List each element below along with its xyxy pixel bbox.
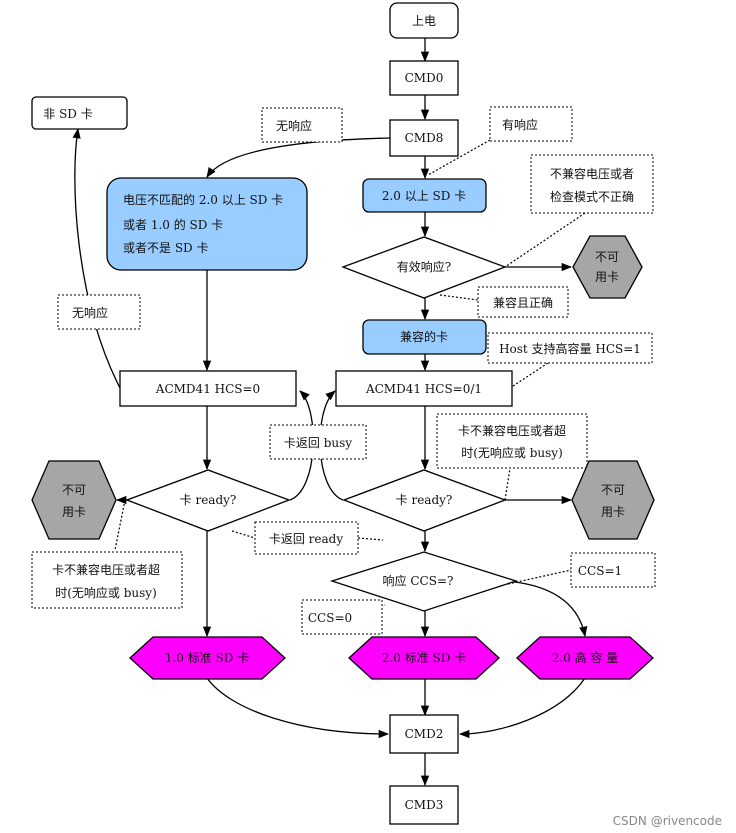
acmd41-hcs0-label: ACMD41 HCS=0 — [155, 382, 260, 396]
cmd0-label: CMD0 — [405, 71, 444, 85]
sd20-above-box: 2.0 以上 SD 卡 — [362, 178, 487, 213]
unusable-card-hex-right: 不可 用卡 — [571, 460, 655, 540]
note-compatible-correct-label: 兼容且正确 — [493, 295, 553, 310]
mismatch-line3: 或者不是 SD 卡 — [123, 241, 208, 255]
note-busy-right-line1: 卡不兼容电压或者超 — [458, 423, 566, 438]
note-incompatible: 不兼容电压或者 检查模式不正确 — [530, 154, 654, 214]
note-busy-right: 卡不兼容电压或者超 时(无响应或 busy) — [436, 413, 588, 469]
cmd2-label: CMD2 — [405, 727, 444, 741]
valid-response-diamond: 有效响应? — [341, 236, 507, 299]
note-no-response-left: 无响应 — [57, 294, 141, 330]
cmd2-box: CMD2 — [389, 714, 459, 754]
unusable-left-line2: 用卡 — [62, 505, 86, 519]
non-sd-label: 非 SD 卡 — [43, 107, 92, 121]
power-on-box: 上电 — [389, 2, 459, 39]
acmd41-hcs01-label: ACMD41 HCS=0/1 — [365, 382, 482, 396]
note-has-response-label: 有响应 — [502, 117, 538, 132]
mismatch-line1: 电压不匹配的 2.0 以上 SD 卡 — [123, 192, 283, 207]
unusable-right-line1: 不可 — [601, 483, 625, 497]
note-compatible-correct: 兼容且正确 — [477, 286, 569, 318]
note-card-ready-label: 卡返回 ready — [269, 532, 343, 546]
note-no-response-left-label: 无响应 — [72, 305, 108, 320]
card-ready-left-label: 卡 ready? — [180, 493, 237, 507]
sd20-standard-label: 2.0 标准 SD 卡 — [382, 651, 466, 665]
sd20-standard-hex: 2.0 标准 SD 卡 — [348, 636, 500, 680]
note-ccs1: CCS=1 — [570, 552, 656, 588]
card-ready-diamond-right: 卡 ready? — [342, 469, 507, 532]
note-has-response: 有响应 — [489, 106, 573, 142]
response-ccs-diamond: 响应 CCS=? — [329, 551, 519, 612]
cmd3-label: CMD3 — [405, 798, 444, 812]
valid-response-label: 有效响应? — [397, 259, 451, 274]
note-incompatible-line1: 不兼容电压或者 — [550, 166, 634, 181]
unusable-card-hex-left: 不可 用卡 — [31, 460, 117, 540]
note-busy-left-line1: 卡不兼容电压或者超 — [52, 562, 160, 577]
note-busy-right-line2: 时(无响应或 busy) — [461, 445, 563, 460]
cmd8-box: CMD8 — [389, 119, 459, 157]
acmd41-hcs0-box: ACMD41 HCS=0 — [119, 370, 297, 407]
sd20-high-capacity-hex: 2.0 高 容 量 — [516, 636, 654, 680]
note-ccs1-label: CCS=1 — [578, 564, 622, 578]
cmd3-box: CMD3 — [389, 785, 459, 825]
sd20-above-label: 2.0 以上 SD 卡 — [382, 189, 466, 203]
note-card-busy-label: 卡返回 busy — [284, 436, 352, 450]
note-card-ready: 卡返回 ready — [254, 521, 359, 555]
unusable-left-line1: 不可 — [62, 483, 86, 497]
card-ready-right-label: 卡 ready? — [396, 493, 453, 507]
note-busy-left-line2: 时(无响应或 busy) — [55, 585, 157, 600]
note-card-busy: 卡返回 busy — [269, 424, 367, 460]
card-ready-diamond-left: 卡 ready? — [125, 469, 291, 532]
watermark: CSDN @rivencode — [613, 814, 722, 828]
note-no-response-top-label: 无响应 — [276, 118, 312, 133]
sd20-high-capacity-label: 2.0 高 容 量 — [552, 650, 619, 665]
non-sd-box: 非 SD 卡 — [31, 96, 128, 130]
note-no-response-top: 无响应 — [261, 107, 343, 143]
compatible-card-label: 兼容的卡 — [400, 329, 448, 344]
cmd8-label: CMD8 — [405, 131, 444, 145]
note-host-hcs-label: Host 支持高容量 HCS=1 — [499, 341, 641, 356]
mismatch-line2: 或者 1.0 的 SD 卡 — [123, 217, 223, 232]
sd10-standard-label: 1.0 标准 SD 卡 — [165, 651, 249, 665]
response-ccs-label: 响应 CCS=? — [383, 573, 454, 588]
note-busy-left: 卡不兼容电压或者超 时(无响应或 busy) — [31, 551, 183, 609]
note-incompatible-line2: 检查模式不正确 — [550, 189, 634, 204]
unusable-top-line1: 不可 — [595, 250, 619, 264]
compatible-card-box: 兼容的卡 — [362, 319, 487, 355]
unusable-card-hex-top: 不可 用卡 — [572, 235, 643, 299]
cmd0-box: CMD0 — [389, 60, 459, 96]
unusable-top-line2: 用卡 — [595, 270, 619, 284]
note-ccs0-label: CCS=0 — [308, 611, 352, 625]
sd10-standard-hex: 1.0 标准 SD 卡 — [129, 636, 286, 680]
power-on-label: 上电 — [412, 14, 436, 28]
acmd41-hcs01-box: ACMD41 HCS=0/1 — [335, 370, 513, 407]
connectors — [72, 38, 588, 787]
unusable-right-line2: 用卡 — [601, 505, 625, 519]
note-ccs0: CCS=0 — [301, 599, 383, 635]
note-host-hcs: Host 支持高容量 HCS=1 — [487, 332, 653, 364]
mismatch-card-box: 电压不匹配的 2.0 以上 SD 卡 或者 1.0 的 SD 卡 或者不是 SD… — [106, 177, 308, 271]
